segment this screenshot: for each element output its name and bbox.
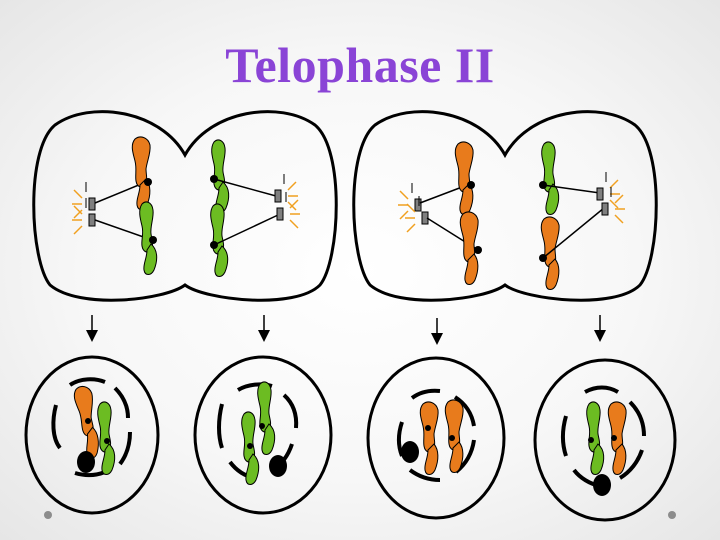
cell-membrane bbox=[352, 110, 658, 302]
orange-chromatid bbox=[454, 141, 474, 215]
green-chromatid bbox=[257, 381, 276, 455]
daughter-cell-3 bbox=[366, 356, 506, 520]
cell-membrane bbox=[193, 355, 333, 515]
orange-chromatid bbox=[419, 401, 439, 475]
cell-membrane bbox=[24, 355, 160, 515]
dividing-cell-2 bbox=[352, 110, 658, 302]
nuclear-envelope bbox=[561, 385, 646, 488]
dividing-cell-1 bbox=[32, 110, 338, 302]
centriole-icon bbox=[601, 186, 626, 224]
bullet-icon bbox=[44, 511, 52, 519]
nucleolus-icon bbox=[401, 441, 419, 463]
centriole-icon bbox=[397, 182, 422, 220]
arrows bbox=[86, 315, 606, 345]
cell-membrane bbox=[366, 356, 506, 520]
cell-membrane bbox=[533, 358, 677, 522]
slide-title: Telophase II bbox=[225, 37, 495, 93]
daughter-cell-4 bbox=[533, 358, 677, 522]
daughter-cell-2 bbox=[193, 355, 333, 515]
daughter-cell-1 bbox=[24, 355, 160, 515]
green-chromatid bbox=[541, 141, 560, 215]
bullet-icon bbox=[668, 511, 676, 519]
centriole-icon bbox=[71, 181, 96, 219]
nucleolus-icon bbox=[77, 451, 95, 473]
nucleolus-icon bbox=[269, 455, 287, 477]
orange-chromatid bbox=[131, 136, 151, 210]
orange-chromatid bbox=[607, 401, 627, 475]
cell-membrane bbox=[32, 110, 338, 302]
orange-chromatid bbox=[540, 216, 560, 290]
nucleolus-icon bbox=[593, 474, 611, 496]
